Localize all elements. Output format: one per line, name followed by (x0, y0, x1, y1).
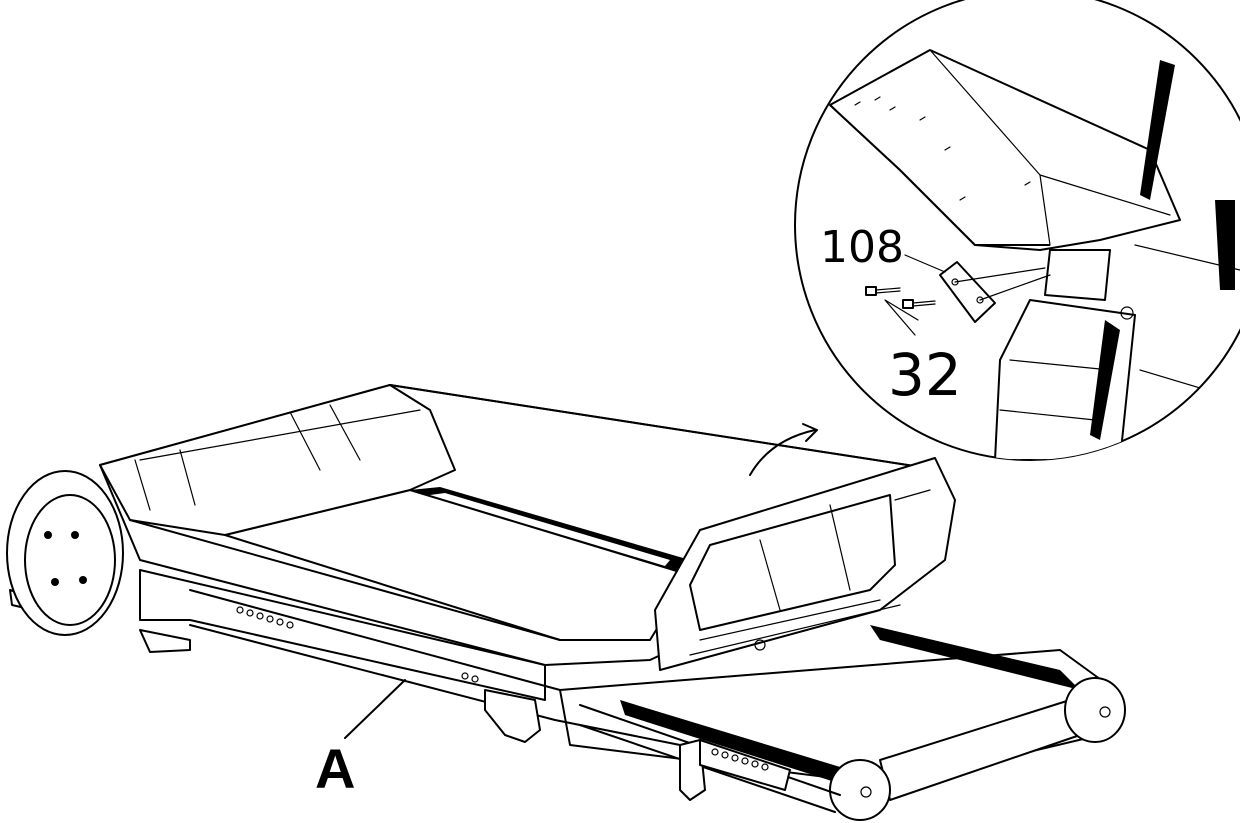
label-assembly-a: A (315, 737, 355, 800)
label-part-108: 108 (820, 222, 904, 273)
label-part-32: 32 (888, 341, 962, 409)
screw-icon (865, 286, 936, 309)
callout-a: A (315, 679, 406, 800)
detail-magnifier-circle: 108 32 (794, 0, 1240, 461)
lower-hole-row (711, 748, 769, 771)
leader-line-a (344, 679, 406, 739)
lower-deck (559, 625, 1126, 821)
end-cap-bolts (44, 531, 87, 586)
motion-arrow-icon (749, 423, 818, 476)
plate-icon (939, 261, 996, 323)
rear-roller-right (1064, 677, 1126, 743)
detail-tick-marks (854, 96, 1031, 201)
rear-roller-left (829, 759, 891, 821)
side-hole-row (236, 606, 479, 683)
console-housing (654, 457, 956, 671)
